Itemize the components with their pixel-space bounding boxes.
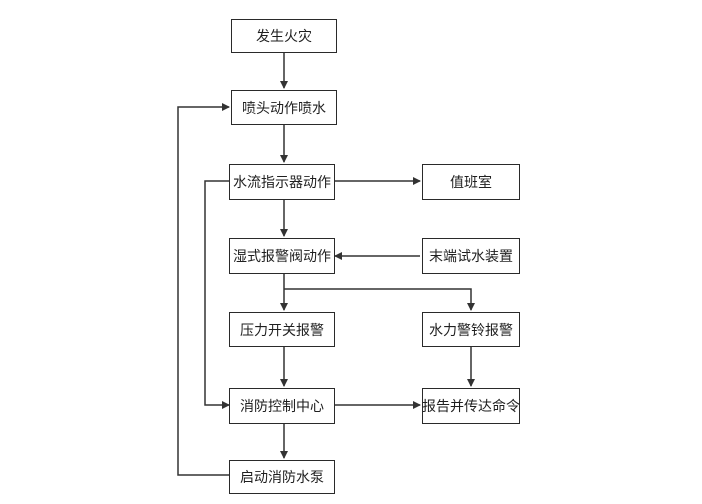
- node-pressure-switch: 压力开关报警: [229, 312, 335, 347]
- node-control-center-label: 消防控制中心: [240, 399, 324, 415]
- node-duty-room: 值班室: [422, 164, 520, 200]
- node-pressure-switch-label: 压力开关报警: [240, 322, 324, 339]
- node-pump: 启动消防水泵: [229, 460, 335, 494]
- node-water-flow-indicator: 水流指示器动作: [229, 164, 335, 200]
- node-sprinkler: 喷头动作喷水: [231, 90, 337, 125]
- node-report-label: 报告并传达命令: [422, 399, 520, 415]
- node-water-flow-indicator-label: 水流指示器动作: [233, 175, 331, 191]
- node-hydraulic-bell-label: 水力警铃报警: [429, 322, 513, 339]
- node-sprinkler-label: 喷头动作喷水: [242, 100, 326, 117]
- node-report: 报告并传达命令: [422, 388, 520, 424]
- node-hydraulic-bell: 水力警铃报警: [422, 312, 520, 347]
- node-test-device-label: 末端试水装置: [429, 249, 513, 265]
- node-fire-label: 发生火灾: [256, 29, 312, 45]
- edge-alarm-valve-to-hydraulic-bell: [284, 288, 475, 311]
- node-pump-label: 启动消防水泵: [240, 470, 324, 486]
- node-alarm-valve-label: 湿式报警阀动作: [233, 249, 331, 265]
- node-test-device: 末端试水装置: [422, 238, 520, 274]
- edge-water-flow-to-control-center: [204, 180, 230, 409]
- node-control-center: 消防控制中心: [229, 388, 335, 424]
- node-duty-room-label: 值班室: [450, 175, 492, 191]
- node-alarm-valve: 湿式报警阀动作: [229, 238, 335, 274]
- edge-pump-feedback-to-sprinkler: [177, 103, 230, 476]
- node-fire: 发生火灾: [231, 19, 337, 53]
